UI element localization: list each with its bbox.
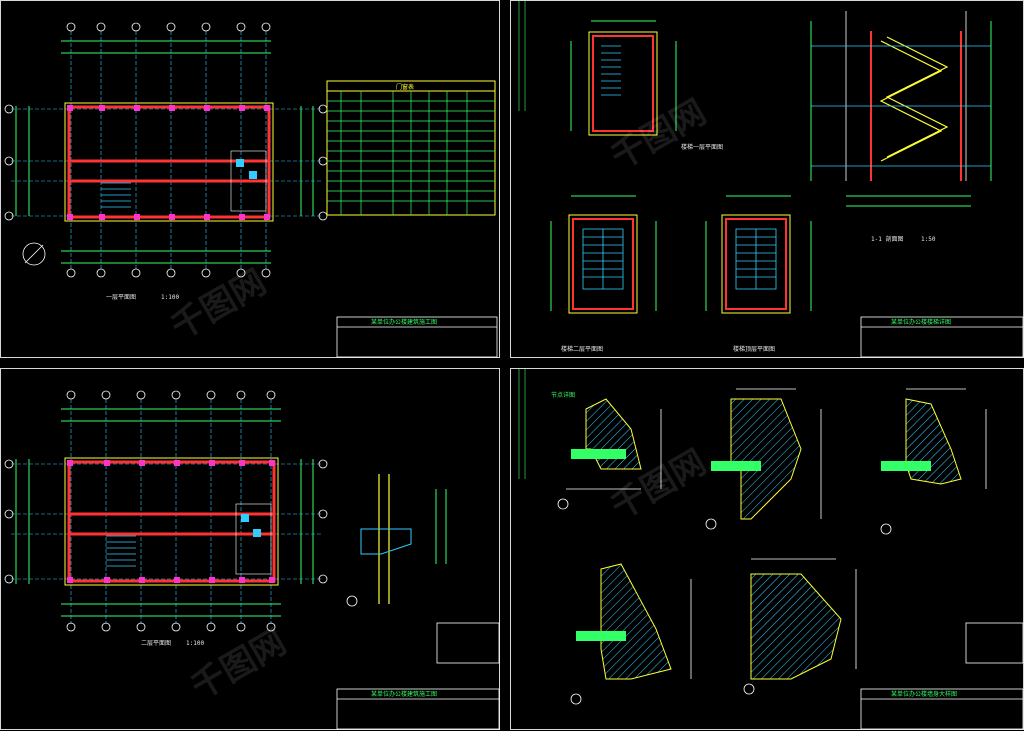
drawing-sheet-b: 楼梯一层平面图 楼梯二层平面图 楼梯顶层平面图 1-1 剖面图 1:50 某单位…: [510, 0, 1024, 358]
sheet-divider-horizontal: [0, 360, 1024, 366]
drawing-sheet-a: 一层平面图 1:100 门窗表 某单位办公楼建筑施工图: [0, 0, 500, 358]
floor-plan-2: [4, 390, 500, 730]
drawing-sheet-d: 节点详图 某单位办公楼墙身大样图: [510, 368, 1024, 730]
wall-details: [518, 369, 1024, 730]
floor-plan-1: [4, 22, 498, 358]
drawing-sheet-c: 二层平面图 1:100 某单位办公楼建筑施工图: [0, 368, 500, 730]
stair-details: [518, 1, 1024, 358]
